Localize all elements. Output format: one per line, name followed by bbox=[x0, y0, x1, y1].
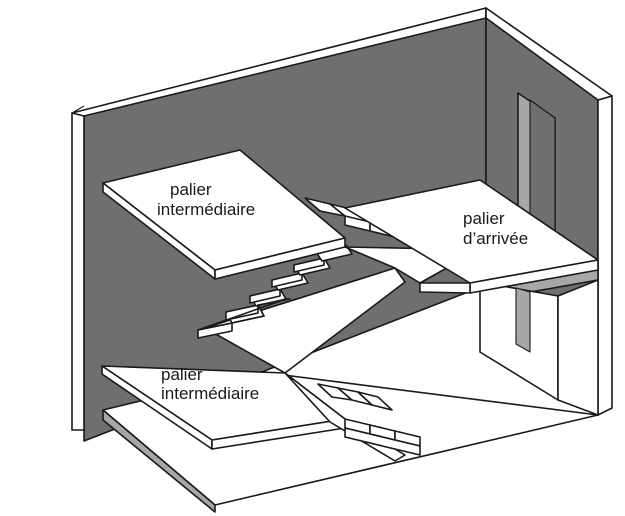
right-wall-edge bbox=[597, 95, 613, 416]
label-arrival-2: d’arrivée bbox=[463, 229, 528, 248]
label-arrival-1: palier bbox=[463, 209, 505, 228]
middle-flight-stringer bbox=[204, 267, 406, 374]
middle-flight-steps bbox=[197, 244, 353, 339]
label-upper-intermediate-1: palier bbox=[170, 180, 212, 199]
left-wall-edge bbox=[71, 112, 85, 431]
label-lower-intermediate-1: palier bbox=[161, 365, 203, 384]
lower-flight bbox=[284, 372, 421, 462]
label-lower-intermediate-2: intermédiaire bbox=[161, 384, 259, 403]
label-upper-intermediate-2: intermédiaire bbox=[157, 200, 255, 219]
